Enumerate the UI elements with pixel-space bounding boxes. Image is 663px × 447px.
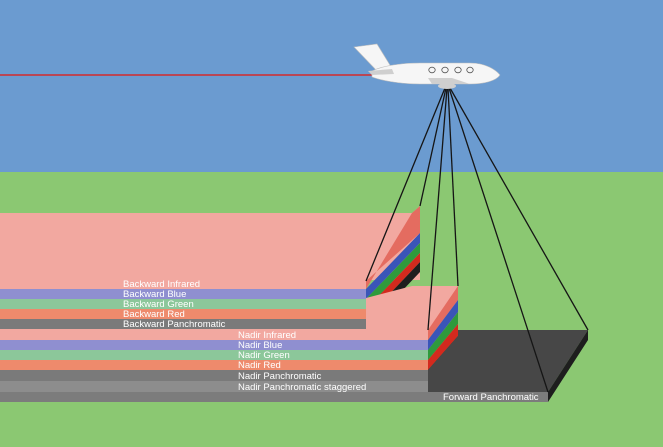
nadir-green-strip: [0, 350, 428, 360]
label-forward-panchromatic: Forward Panchromatic: [443, 392, 539, 403]
aircraft-window: [455, 67, 461, 73]
nadir-infrared-strip: [0, 329, 428, 340]
backward-group: [0, 206, 420, 329]
nadir-blue-strip: [0, 340, 428, 350]
sky: [0, 0, 663, 172]
aircraft-window: [429, 67, 435, 73]
label-backward-panchromatic: Backward Panchromatic: [123, 319, 226, 330]
backward-infrared-top: [0, 206, 420, 280]
label-nadir-panchromatic: Nadir Panchromatic: [238, 371, 322, 382]
aircraft-window: [467, 67, 473, 73]
label-nadir-red: Nadir Red: [238, 360, 281, 371]
label-nadir-panchromatic-staggered: Nadir Panchromatic staggered: [238, 382, 366, 393]
aircraft-sensor-pod: [438, 83, 456, 89]
nadir-pan-strip: [0, 370, 428, 381]
nadir-red-strip: [0, 360, 428, 370]
aircraft-window: [442, 67, 448, 73]
